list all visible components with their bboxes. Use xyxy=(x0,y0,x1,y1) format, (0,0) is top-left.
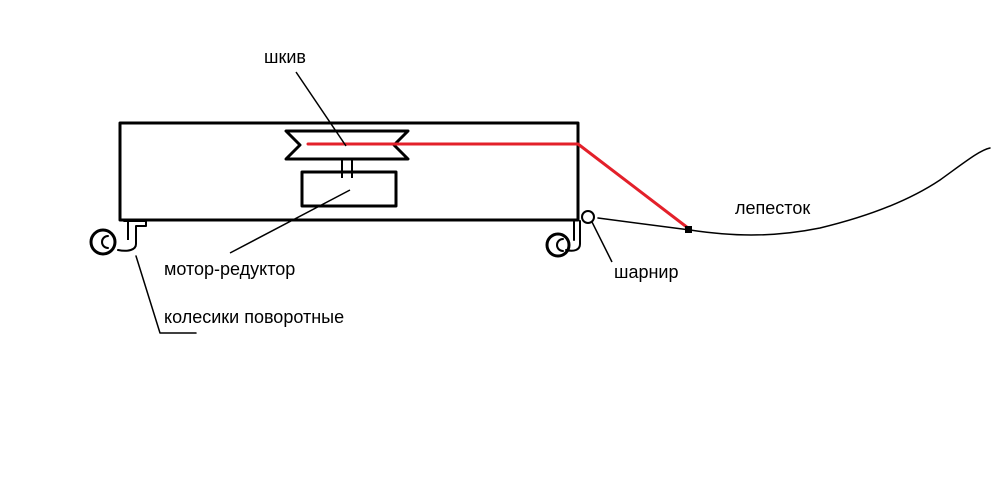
hinge-circle xyxy=(581,210,595,224)
gearmotor-leader xyxy=(229,189,351,254)
right-caster-wheel-inner xyxy=(556,238,564,252)
left-caster-wheel xyxy=(89,228,117,256)
petal-label: лепесток xyxy=(735,198,810,218)
left-caster-bracket xyxy=(117,220,147,252)
casters-label: колесики поворотные xyxy=(164,307,344,327)
hinge-leader xyxy=(591,221,613,263)
hinge-label: шарнир xyxy=(614,262,678,282)
left-caster-wheel-inner xyxy=(101,235,109,249)
pulley xyxy=(284,129,410,161)
petal-attachment-point xyxy=(685,226,692,233)
pulley-label: шкив xyxy=(264,47,306,67)
gearmotor-box xyxy=(300,170,398,208)
petal-curve xyxy=(597,147,991,236)
red-cable xyxy=(306,142,690,230)
casters-leader xyxy=(135,255,197,334)
pulley-leader xyxy=(295,71,347,147)
gearmotor-label: мотор-редуктор xyxy=(164,259,295,279)
right-caster-wheel xyxy=(545,232,571,258)
housing-box xyxy=(118,121,580,222)
